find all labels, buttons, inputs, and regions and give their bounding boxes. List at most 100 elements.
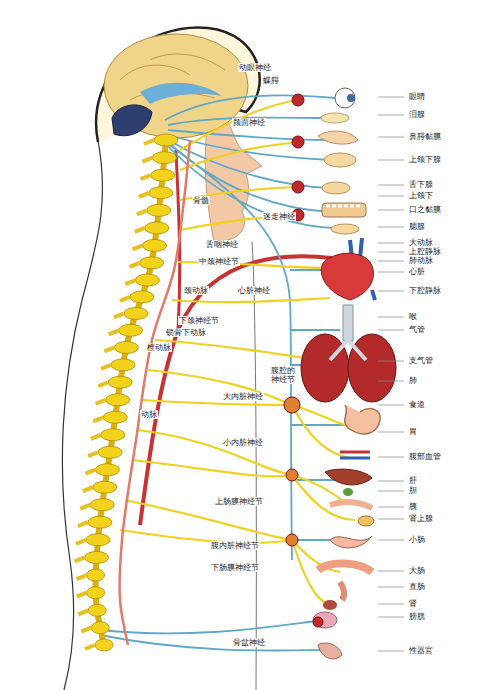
vertebra — [87, 569, 105, 581]
spinous-process — [142, 158, 152, 162]
leader-line — [378, 432, 404, 433]
organ-label: 泪腺 — [408, 110, 426, 119]
spinous-process — [77, 575, 87, 579]
nerve-label: 锁骨下动脉 — [165, 328, 207, 337]
spinous-process — [125, 280, 135, 284]
organ-label: 上腔静脉 — [408, 247, 442, 256]
leader-line — [378, 540, 404, 541]
vertebra — [140, 257, 164, 269]
leader-line — [378, 196, 404, 197]
spinous-process — [104, 347, 114, 351]
leader-line — [378, 381, 404, 382]
vertebra — [91, 622, 109, 634]
vertebra — [108, 376, 132, 388]
organ-label: 下腔静脉 — [408, 286, 442, 295]
leader-line — [378, 160, 404, 161]
leader-line — [378, 330, 404, 331]
spinous-process — [91, 435, 101, 439]
organ-label: 大肠 — [408, 566, 426, 575]
vertebra — [87, 587, 105, 599]
spinous-process — [75, 557, 85, 561]
leader-line — [378, 137, 404, 138]
leader-line — [378, 185, 404, 186]
vertebra — [98, 446, 122, 458]
leader-line — [378, 604, 404, 605]
nerve-label: 心脏神经 — [237, 286, 271, 295]
spinous-process — [139, 193, 149, 197]
nerve-label: 腹腔的神经节 — [270, 366, 297, 384]
vertebra — [151, 169, 175, 181]
nerve-label: 骨髓 — [192, 196, 210, 205]
leader-line — [378, 587, 404, 588]
organ-label: 眼睛 — [408, 92, 426, 101]
vertebra — [111, 359, 135, 371]
leader-line — [378, 617, 404, 618]
leader-line — [378, 571, 404, 572]
leader-line — [378, 361, 404, 362]
leader-line — [378, 210, 404, 211]
spinous-process — [114, 313, 124, 317]
nerve-label: 下颈神经节 — [178, 316, 220, 325]
organ-label: 支气管 — [408, 356, 434, 365]
leader-line — [378, 405, 404, 406]
organs — [301, 88, 396, 659]
vertebra — [106, 394, 130, 406]
vertebra — [142, 239, 166, 251]
vertebra — [135, 274, 159, 286]
organ-label: 胰 — [408, 502, 418, 511]
spinous-process — [130, 263, 140, 267]
organ-label: 大动脉 — [408, 238, 434, 247]
vertebra — [124, 307, 148, 319]
spinous-process — [78, 610, 88, 614]
nerve-label: 动脉 — [140, 410, 158, 419]
leader-line — [378, 115, 404, 116]
spinous-process — [120, 297, 130, 301]
vertebra — [90, 499, 114, 511]
organ-label: 肾 — [408, 599, 418, 608]
vertebra — [88, 516, 112, 528]
ventricle — [140, 83, 222, 104]
leader-lines — [378, 97, 404, 651]
sympathetic-nerves — [120, 100, 355, 605]
nerve-label: 迷走神经 — [262, 212, 296, 221]
organ-label: 口之黏膜 — [408, 205, 442, 214]
brain — [104, 34, 248, 138]
leader-line — [378, 507, 404, 508]
vertebra — [119, 324, 143, 336]
spinous-process — [96, 400, 106, 404]
leader-line — [378, 481, 404, 482]
organ-label: 气管 — [408, 325, 426, 334]
nerve-label: 大内脏神经 — [222, 392, 264, 401]
spinous-process — [135, 228, 145, 232]
leader-line — [378, 272, 404, 273]
leader-line — [378, 261, 404, 262]
spinous-process — [83, 487, 93, 491]
organ-label: 腮腺 — [408, 222, 426, 231]
organ-label: 胆 — [408, 486, 418, 495]
leader-line — [378, 243, 404, 244]
spinous-process — [81, 628, 91, 632]
vertebra — [88, 604, 106, 616]
vertebra — [145, 222, 169, 234]
vertebra — [93, 481, 117, 493]
organ-label: 喉 — [408, 312, 418, 321]
nerve-label: 下肠膜神经节 — [210, 563, 260, 572]
spinous-process — [78, 522, 88, 526]
spinous-process — [85, 470, 95, 474]
organ-label: 上颌下腺 — [408, 155, 442, 164]
spinous-process — [80, 505, 90, 509]
nerve-label: 上肠膜神经节 — [214, 497, 264, 506]
spinal-column — [75, 134, 190, 651]
nerve-label: 中颈神经节 — [198, 257, 240, 266]
nerve-label: 蝶腭 — [262, 76, 280, 85]
organ-label: 性器官 — [408, 646, 434, 655]
leader-line — [378, 227, 404, 228]
cerebellum — [112, 105, 152, 136]
vertebra — [103, 411, 127, 423]
vertebra — [101, 429, 125, 441]
nerve-label: 舌咽神经 — [205, 240, 239, 249]
vertebra — [95, 464, 119, 476]
nerve-label: 动眼神经 — [238, 63, 272, 72]
